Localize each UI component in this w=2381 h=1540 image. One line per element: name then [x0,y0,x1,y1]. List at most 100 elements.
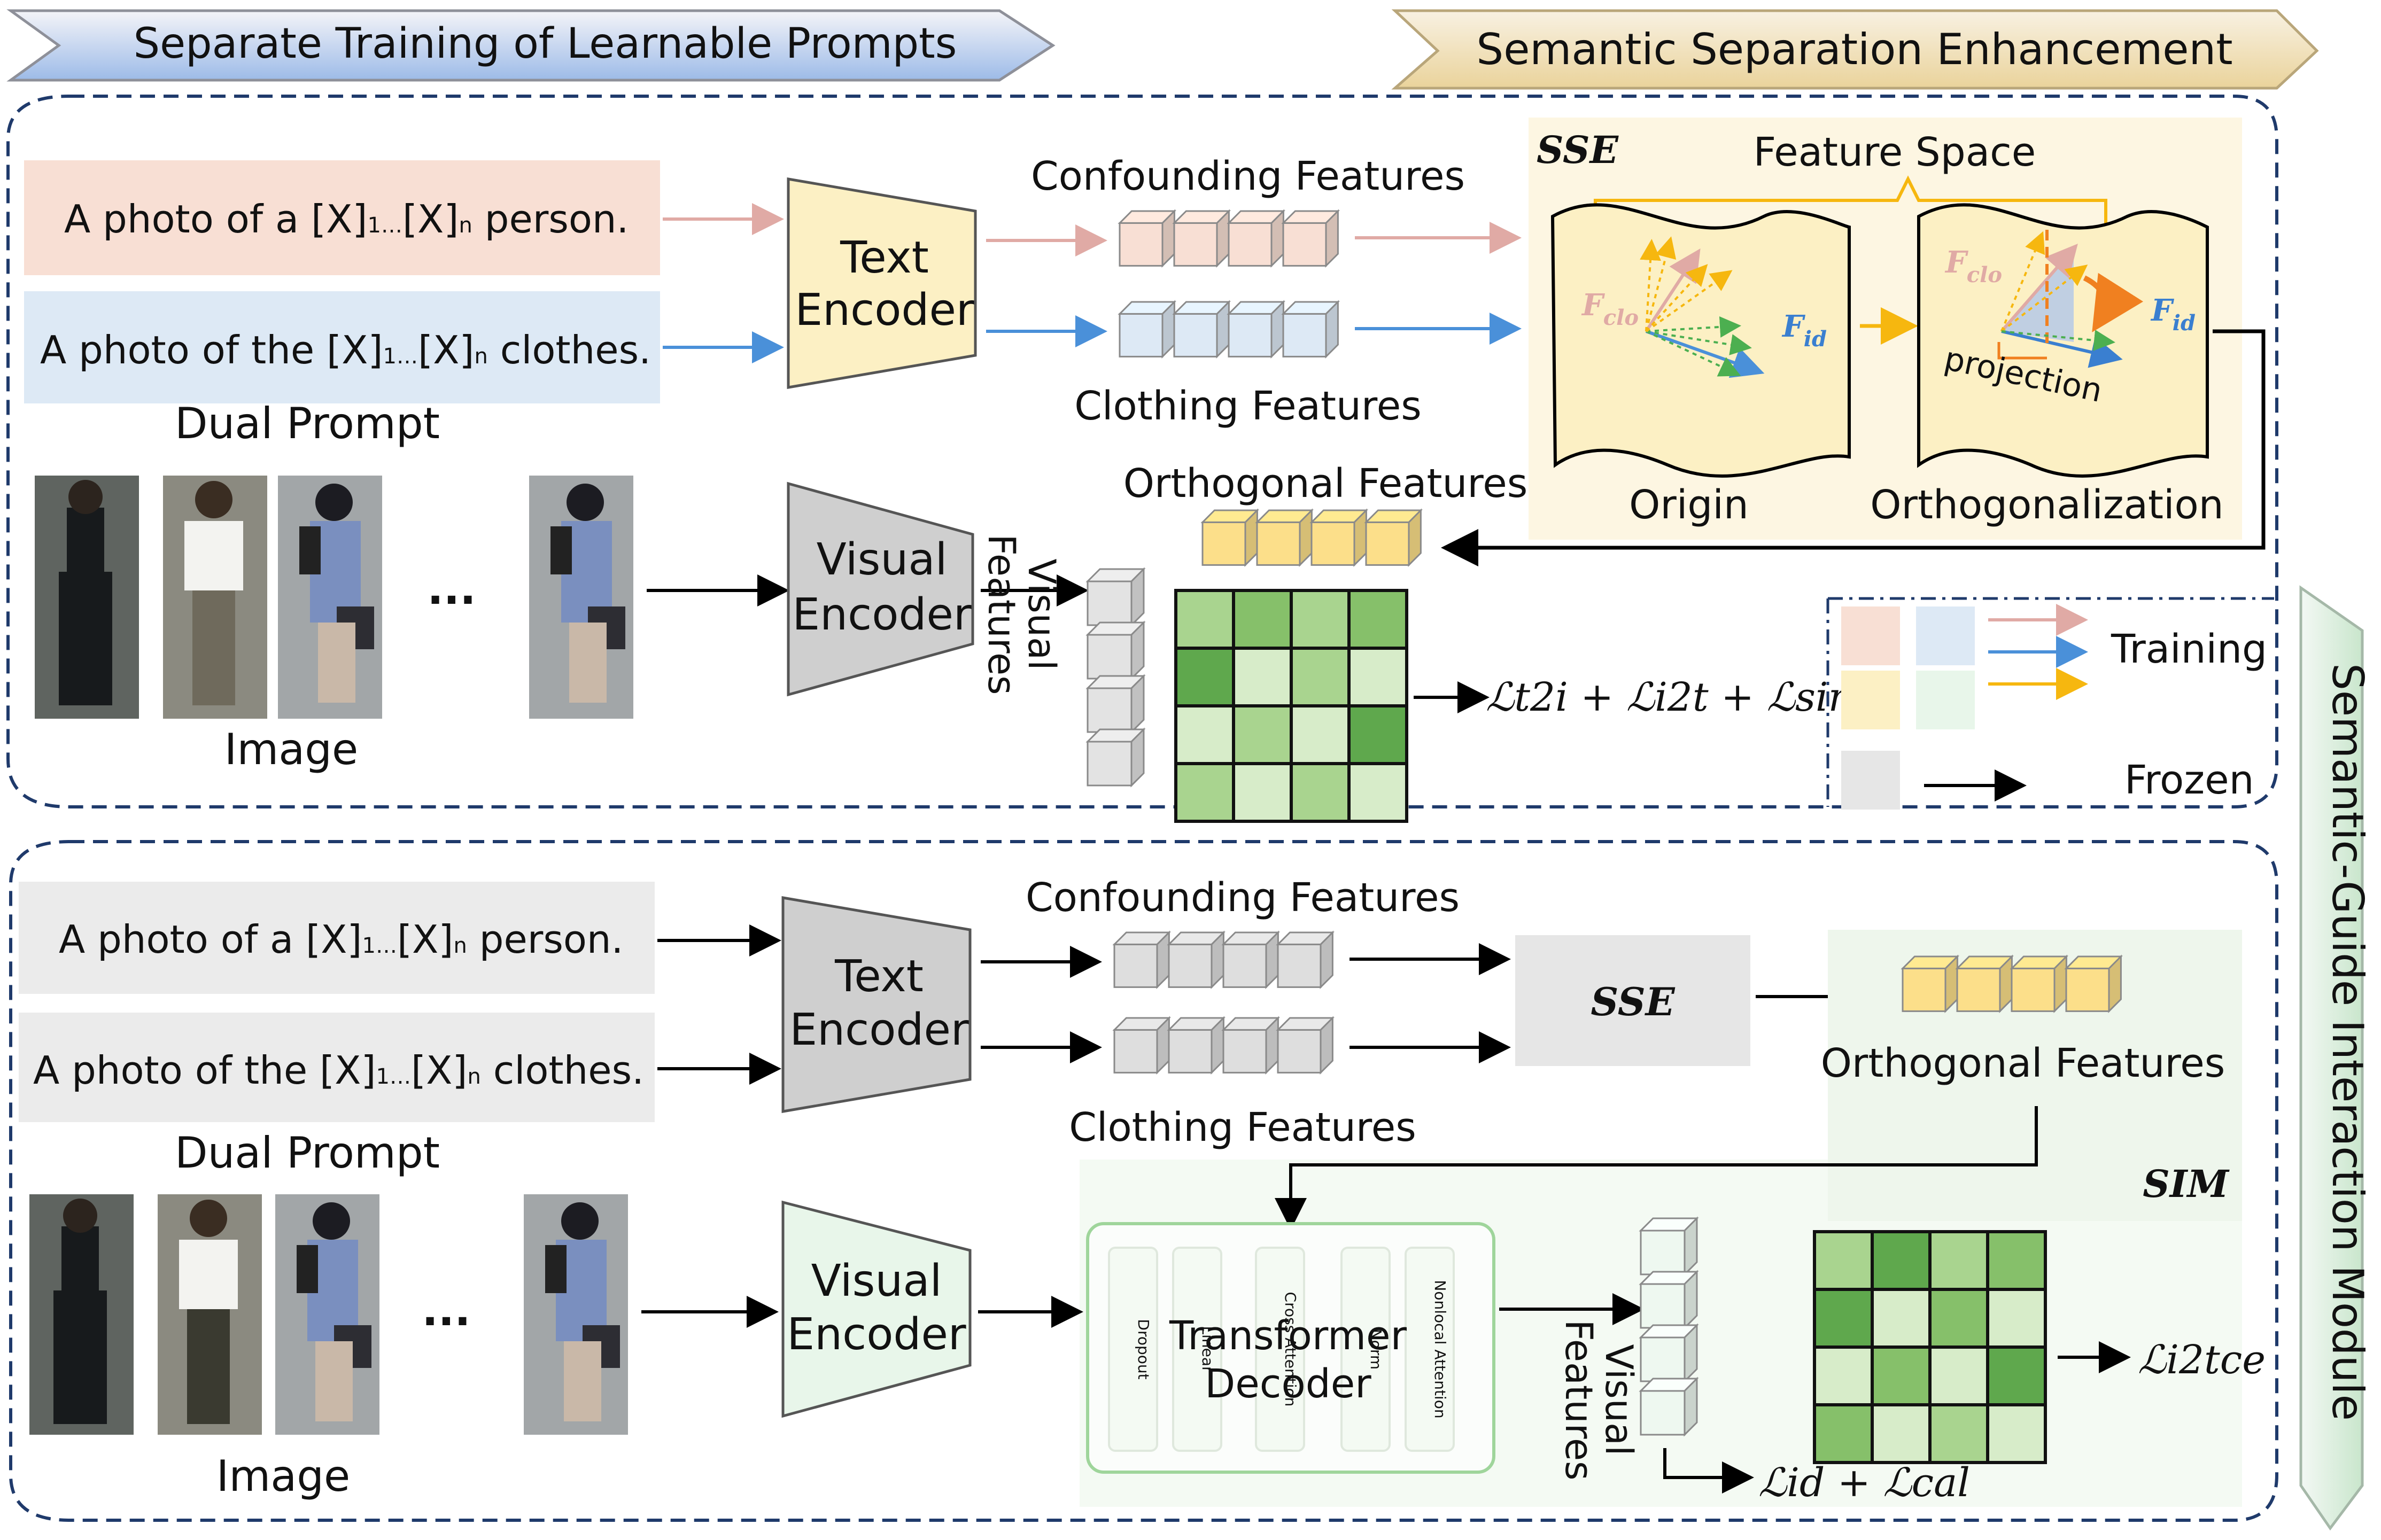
feature-cube [1085,567,1146,627]
feature-cube [2064,954,2123,1014]
arrow-sse-to-orthogonal-top [1441,329,2266,566]
svg-text:Encoder: Encoder [787,1309,966,1360]
matrix-cell [1347,589,1408,650]
decoder-layer-label: Cross Attention [1282,1292,1299,1407]
origin-label: Origin [1629,482,1749,528]
dual-prompt-label-bottom: Dual Prompt [175,1128,440,1178]
origin-vectors [1640,236,1765,378]
prompt-clothes-bottom: A photo of the [X]1…[X]n clothes. [19,1013,655,1122]
feature-cube [1281,209,1340,268]
matrix-cell [1928,1345,1989,1406]
matrix-cell [1871,1230,1932,1291]
arrow-orthogonal-to-decoder [1275,1106,2038,1230]
svg-text:A photo of a [X]1…[X]n person: A photo of a [X]1…[X]n person. [64,197,629,242]
matrix-cell [1986,1403,2047,1464]
matrix-cell [1928,1403,1989,1464]
svg-text:Visual: Visual [811,1256,942,1306]
banner-side-text: Semantic-Guide Interaction Module [2323,663,2372,1421]
legend-swatch-green [1916,671,1975,729]
feature-cube [1221,930,1281,990]
feature-cube [1200,508,1260,567]
feature-cube [1085,727,1146,788]
svg-text:Text: Text [840,232,929,283]
prompt-clothes-top: A photo of the [X]1…[X]n clothes. [24,291,660,403]
text-encoder-top: Text Encoder [787,177,977,389]
images-ellipsis-top: ... [427,564,476,614]
decoder-label-2: Decoder [1205,1361,1371,1407]
svg-text:Visual: Visual [817,534,948,585]
orthogonal-label-top: Orthogonal Features [1123,461,1528,507]
legend-swatch-pink [1841,606,1900,665]
feature-space-brace [1594,175,2107,230]
decoder-layer-block [1108,1247,1158,1452]
visual-encoder-bottom: Visual Encoder [781,1200,972,1418]
matrix-cell [1290,704,1351,765]
feature-cube [1118,209,1177,268]
banner-top-left: Separate Training of Learnable Prompts [6,9,1056,82]
visual-features-cubes-top [1085,567,1146,788]
feature-cube [1639,1270,1699,1330]
matrix-cell [1871,1288,1932,1349]
confounding-features-cubes-top [1118,209,1340,268]
decoder-label-1: Transformer [1169,1313,1407,1359]
dual-prompt-label-top: Dual Prompt [175,399,440,448]
f-id-label-origin: Fid [1781,309,1827,352]
decoder-layer-label: Linear [1199,1326,1216,1373]
text-encoder-bottom: Text Encoder [781,896,972,1113]
feature-cube [1309,508,1369,567]
svg-text:Encoder: Encoder [792,589,972,640]
feature-cube [1167,930,1226,990]
matrix-cell [1986,1288,2047,1349]
matrix-cell [1347,647,1408,707]
matrix-cell [1813,1345,1874,1406]
svg-text:Features: Features [980,534,1023,695]
feature-cube [1955,954,2014,1014]
clothing-label-bottom: Clothing Features [1069,1105,1416,1150]
feature-cube [1276,1016,1335,1075]
orthogonal-label-bottom: Orthogonal Features [1821,1040,2225,1086]
feature-space-label: Feature Space [1754,129,2036,175]
legend: Training Frozen [1826,597,2274,810]
images-ellipsis-bottom: ... [422,1286,470,1335]
orthogonalization-label: Orthogonalization [1870,482,2223,528]
svg-text:Visual: Visual [1020,559,1064,671]
visual-encoder-top: Visual Encoder [787,481,974,697]
prompt-person-bottom: A photo of a [X]1…[X]n person. [19,882,655,994]
sse-block-bottom: SSE [1515,935,1750,1066]
svg-text:SSE: SSE [1591,979,1675,1024]
matrix-cell [1290,589,1351,650]
banner-top-right-text: Semantic Separation Enhancement [1476,25,2232,74]
clothing-features-cubes-bottom [1112,1016,1335,1075]
sim-label: SIM [2143,1162,2230,1206]
matrix-cell [1928,1230,1989,1291]
visual-features-label-bottom: Visual Features [1557,1320,1641,1481]
loss-bottom-id: ℒid + ℒcal [1758,1460,1970,1506]
feature-cube [1085,674,1146,734]
banner-top-left-text: Separate Training of Learnable Prompts [134,20,957,68]
visual-features-cubes-bottom [1639,1216,1699,1437]
legend-frozen: Frozen [2124,757,2254,803]
matrix-cell [1928,1288,1989,1349]
legend-swatch-gray [1841,751,1900,810]
feature-cube [1276,930,1335,990]
svg-text:Encoder: Encoder [789,1005,969,1055]
matrix-cell [1290,647,1351,707]
feature-cube [1227,209,1286,268]
feature-cube [1639,1323,1699,1383]
legend-swatch-yellow [1841,671,1900,729]
svg-text:Encoder: Encoder [795,285,974,336]
matrix-cell [1986,1345,2047,1406]
decoder-layer-block [1340,1247,1391,1452]
decoder-layer-label: Dropout [1135,1319,1152,1379]
visual-features-label-top: Visual Features [980,534,1064,695]
decoder-layer-label: Norm [1367,1329,1385,1370]
matrix-cell [1232,647,1293,707]
f-id-label-orth: Fid [2150,293,2196,336]
matrix-cell [1347,762,1408,823]
prompt-person-top: A photo of a [X]1…[X]n person. [24,160,660,275]
feature-cube [1364,508,1423,567]
svg-text:A photo of a [X]1…[X]n person: A photo of a [X]1…[X]n person. [59,917,623,962]
feature-cube [1227,300,1286,359]
